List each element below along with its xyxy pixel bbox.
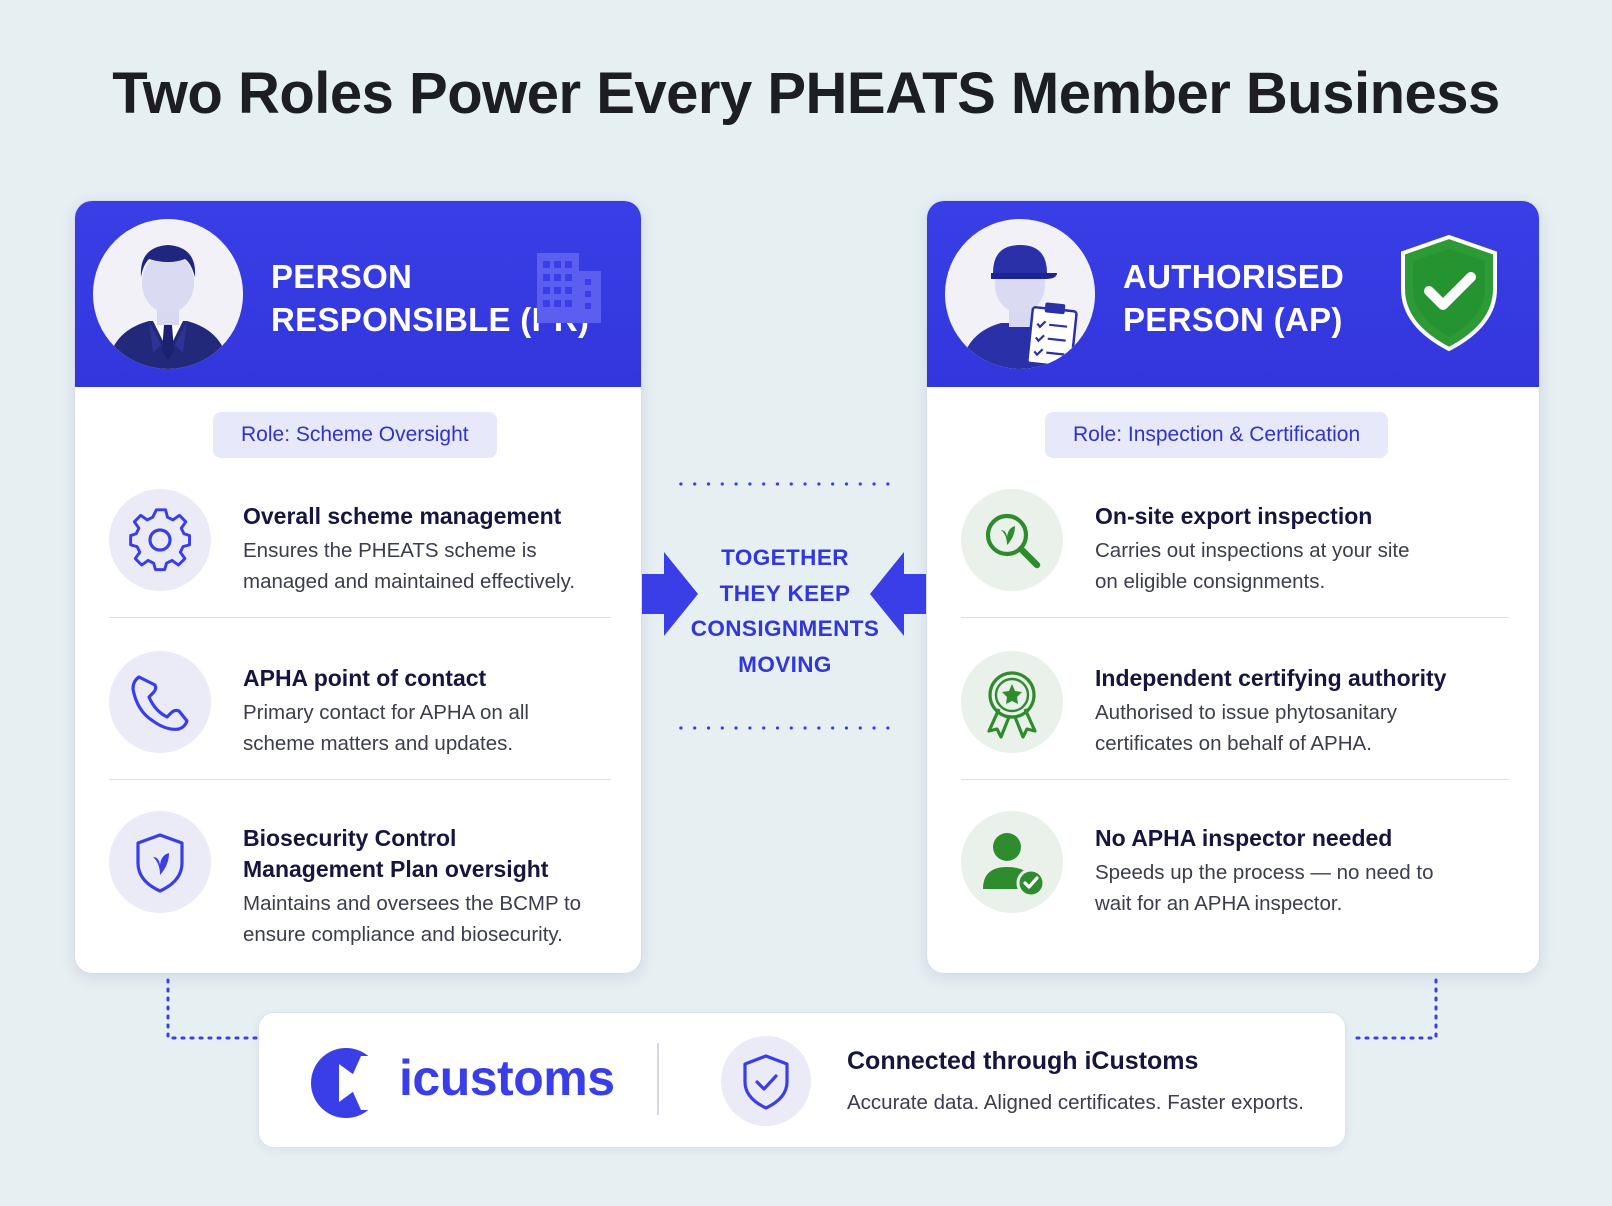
item-desc: Primary contact for APHA on all scheme m…	[243, 701, 529, 755]
inspector-avatar-icon	[945, 219, 1095, 369]
center-line: CONSIGNMENTS	[690, 616, 880, 641]
divider	[961, 779, 1509, 780]
pr-card: PERSON RESPONSIBLE (PR) Role: Scheme Ove…	[74, 200, 642, 974]
item-title: On-site export inspection	[1095, 503, 1373, 529]
arrow-left-icon	[870, 552, 926, 636]
footer-title: Connected through iCustoms	[847, 1047, 1199, 1075]
divider	[109, 779, 611, 780]
building-icon	[537, 253, 601, 323]
item-title: Independent certifying authority	[1095, 665, 1447, 691]
shield-check-icon	[721, 1036, 811, 1126]
ap-item-no-inspector: No APHA inspector needed Speeds up the p…	[961, 811, 1509, 921]
arrow-right-icon	[642, 552, 698, 636]
item-title: No APHA inspector needed	[1095, 825, 1393, 851]
ap-role-pill: Role: Inspection & Certification	[1045, 412, 1389, 458]
award-ribbon-icon	[961, 651, 1063, 753]
pr-title-line2: RESPONSIBLE (PR)	[271, 301, 590, 338]
divider	[109, 617, 611, 618]
magnifier-leaf-icon	[961, 489, 1063, 591]
center-line: MOVING	[738, 651, 832, 677]
item-desc: Ensures the PHEATS scheme is managed and…	[243, 539, 576, 593]
footer-separator	[657, 1043, 659, 1115]
pr-item-apha-contact: APHA point of contact Primary contact fo…	[109, 651, 611, 761]
footer-subtitle: Accurate data. Aligned certificates. Fas…	[847, 1091, 1304, 1114]
pr-item-scheme-management: Overall scheme management Ensures the PH…	[109, 489, 611, 599]
businessman-avatar-icon	[93, 219, 243, 369]
divider	[961, 617, 1509, 618]
item-title: APHA point of contact	[243, 665, 487, 691]
icustoms-logo-icon	[311, 1048, 383, 1118]
ap-card: AUTHORISED PERSON (AP) Role: Inspection …	[926, 200, 1540, 974]
ap-title-line2: PERSON (AP)	[1123, 301, 1343, 338]
ap-title-line1: AUTHORISED	[1123, 258, 1345, 295]
dotted-line-bottom	[674, 726, 896, 730]
pr-item-bcmp: Biosecurity Control Management Plan over…	[109, 811, 611, 951]
item-desc: Speeds up the process — no need to wait …	[1095, 861, 1434, 915]
pr-title-line1: PERSON	[271, 258, 413, 295]
phone-icon	[109, 651, 211, 753]
item-desc: Authorised to issue phytosanitary certif…	[1095, 701, 1397, 755]
center-line: THEY KEEP	[719, 580, 851, 606]
center-line: TOGETHER	[721, 545, 849, 570]
page-title: Two Roles Power Every PHEATS Member Busi…	[112, 61, 1500, 126]
user-check-icon	[961, 811, 1063, 913]
dotted-line-top	[674, 482, 896, 486]
ap-card-header: AUTHORISED PERSON (AP)	[927, 201, 1539, 387]
pr-card-header: PERSON RESPONSIBLE (PR)	[75, 201, 641, 387]
item-title: Biosecurity Control Management Plan over…	[243, 825, 549, 882]
ap-item-certifying-authority: Independent certifying authority Authori…	[961, 651, 1509, 761]
brand-name: icustoms	[399, 1050, 615, 1106]
ap-item-onsite-inspection: On-site export inspection Carries out in…	[961, 489, 1509, 599]
shield-leaf-icon	[109, 811, 211, 913]
connector-right	[1348, 978, 1438, 1040]
ap-card-title: AUTHORISED PERSON (AP)	[1123, 255, 1344, 341]
item-desc: Carries out inspections at your site on …	[1095, 539, 1410, 593]
shield-check-icon	[1401, 234, 1497, 352]
item-title: Overall scheme management	[243, 503, 562, 529]
pr-role-pill: Role: Scheme Oversight	[213, 412, 497, 458]
pr-card-title: PERSON RESPONSIBLE (PR)	[271, 255, 589, 341]
item-desc: Maintains and oversees the BCMP to ensur…	[243, 892, 582, 946]
footer-panel: icustoms Connected through iCustoms Accu…	[258, 1012, 1346, 1148]
connector-left	[166, 978, 258, 1040]
gear-icon	[109, 489, 211, 591]
center-message: TOGETHER THEY KEEP CONSIGNMENTS MOVING	[654, 540, 916, 682]
